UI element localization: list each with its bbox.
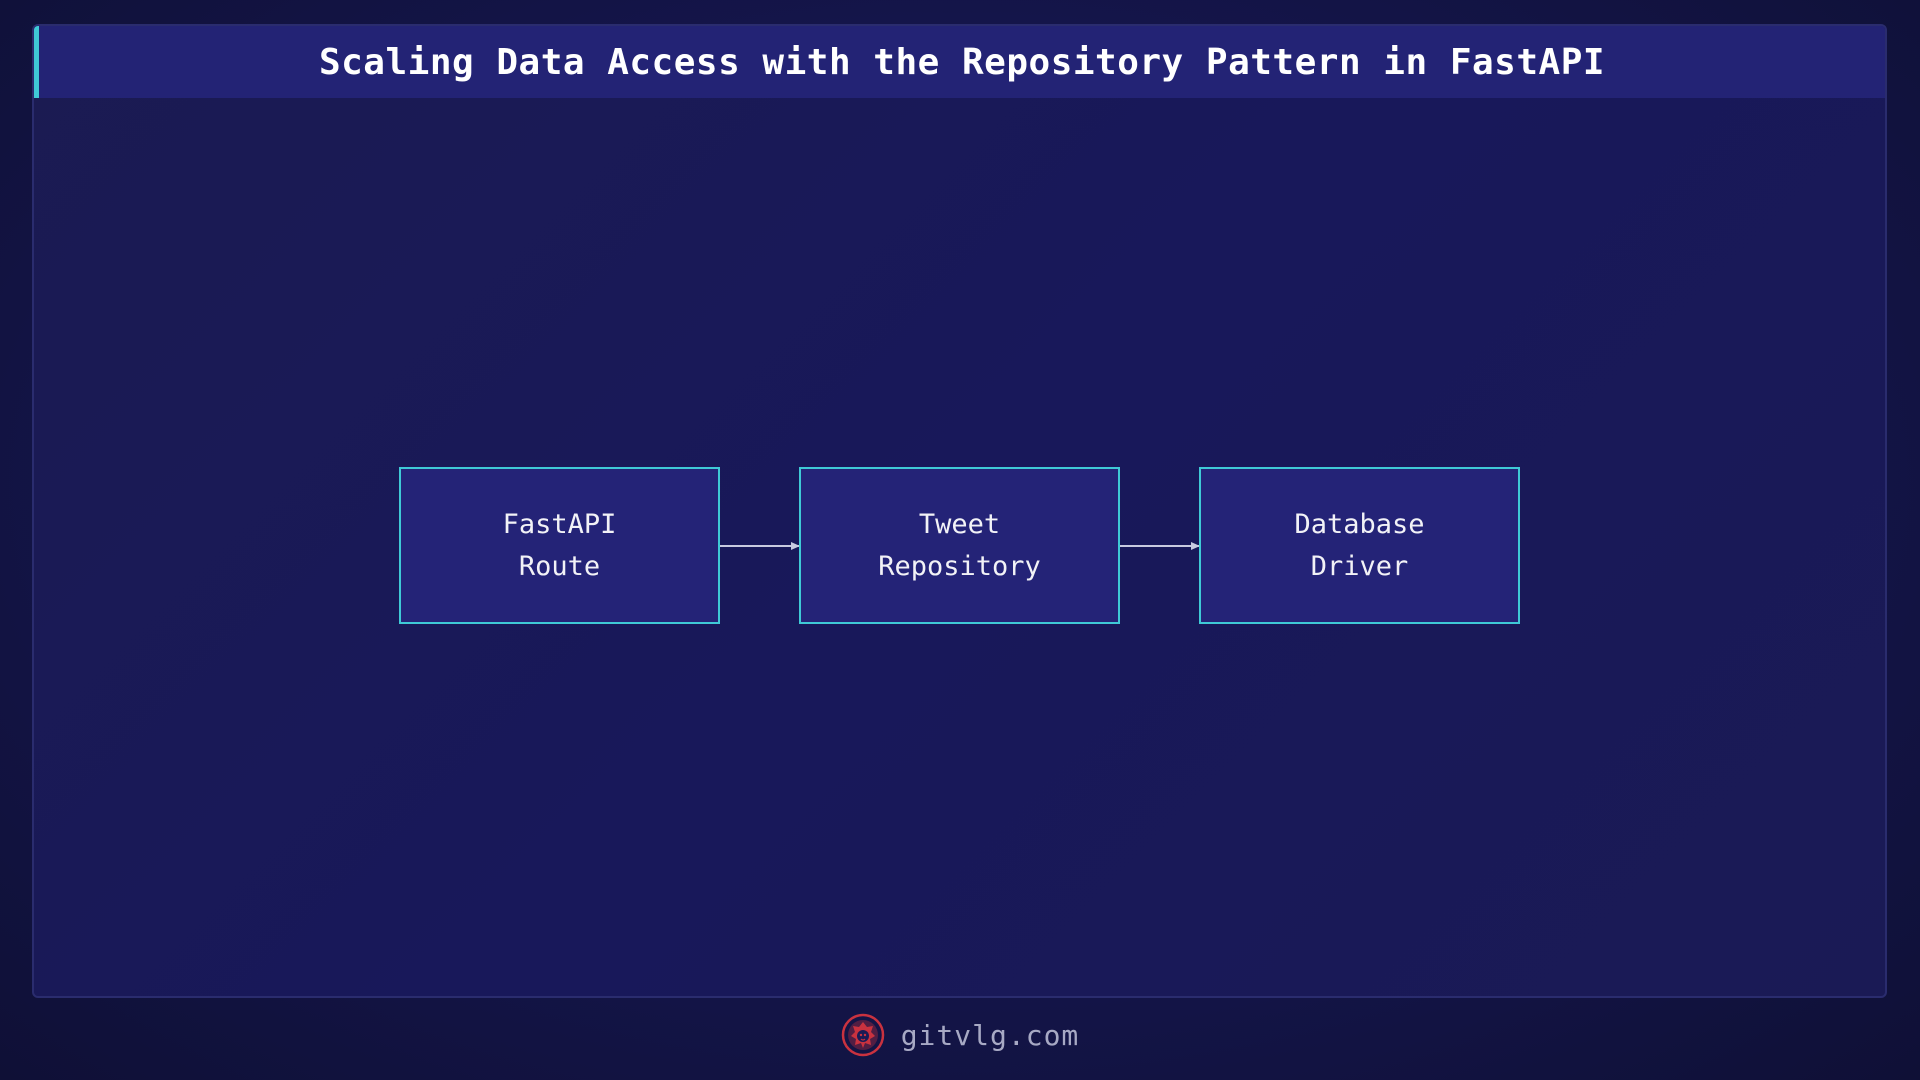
node-tweet-repository: Tweet Repository (799, 467, 1120, 624)
node-label: Tweet Repository (878, 508, 1041, 582)
lion-head-icon (841, 1013, 884, 1057)
diagram-panel: Scaling Data Access with the Repository … (32, 24, 1887, 998)
node-fastapi-route: FastAPI Route (399, 467, 720, 624)
footer: gitvlg.com (0, 1010, 1920, 1060)
page-title: Scaling Data Access with the Repository … (318, 41, 1606, 83)
node-database-driver: Database Driver (1199, 467, 1520, 624)
footer-site-link[interactable]: gitvlg.com (900, 1018, 1080, 1052)
node-label: FastAPI Route (502, 508, 617, 582)
node-label: Database Driver (1294, 508, 1425, 582)
title-bar: Scaling Data Access with the Repository … (34, 26, 1885, 98)
